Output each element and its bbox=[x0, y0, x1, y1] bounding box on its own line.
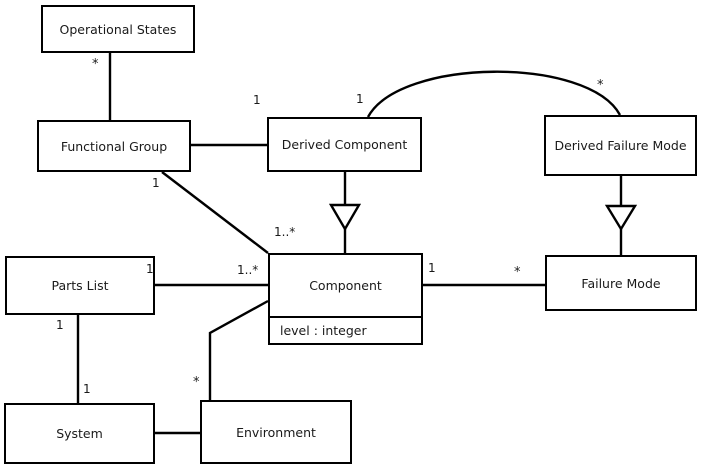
class-name-parts-list: Parts List bbox=[51, 278, 109, 293]
multiplicity-parts-list-system-target: 1 bbox=[83, 382, 91, 396]
generalization-triangle-derived-failure-mode bbox=[604, 204, 638, 232]
class-box-derived-failure-mode[interactable]: Derived Failure Mode bbox=[544, 115, 697, 176]
class-box-component[interactable]: Component level : integer bbox=[268, 253, 423, 345]
class-attribute-component-level: level : integer bbox=[270, 316, 421, 343]
class-box-system[interactable]: System bbox=[4, 403, 155, 464]
class-box-failure-mode[interactable]: Failure Mode bbox=[545, 255, 697, 311]
multiplicity-operational-states-functional-group: * bbox=[92, 57, 99, 72]
multiplicity-derived-component-arc-end: 1 bbox=[356, 92, 364, 106]
multiplicity-parts-list-system-source: 1 bbox=[56, 318, 64, 332]
class-box-derived-component[interactable]: Derived Component bbox=[267, 117, 422, 172]
connector-derived-component-derived-failure-mode bbox=[366, 70, 622, 118]
multiplicity-functional-group-component-target: 1..* bbox=[274, 225, 296, 239]
class-name-environment: Environment bbox=[236, 424, 316, 440]
multiplicity-component-failure-mode-source: 1 bbox=[428, 261, 436, 275]
class-box-functional-group[interactable]: Functional Group bbox=[37, 120, 191, 172]
class-name-derived-failure-mode: Derived Failure Mode bbox=[554, 138, 687, 153]
multiplicity-functional-group-component-source: 1 bbox=[152, 176, 160, 190]
class-name-functional-group: Functional Group bbox=[60, 138, 168, 154]
multiplicity-parts-list-component-target: 1..* bbox=[237, 263, 259, 277]
connector-functional-group-component bbox=[161, 171, 269, 254]
class-box-operational-states[interactable]: Operational States bbox=[41, 5, 195, 53]
multiplicity-functional-group-derived-component: 1 bbox=[253, 93, 261, 107]
multiplicity-component-failure-mode-target: * bbox=[514, 265, 521, 280]
class-name-derived-component: Derived Component bbox=[281, 137, 408, 152]
class-box-environment[interactable]: Environment bbox=[200, 400, 352, 464]
class-name-component: Component bbox=[309, 278, 382, 293]
multiplicity-derived-failure-mode-arc-end: * bbox=[597, 78, 604, 93]
connector-component-environment bbox=[208, 299, 269, 400]
class-name-system: System bbox=[56, 426, 103, 441]
multiplicity-parts-list-component-source: 1 bbox=[146, 262, 154, 276]
class-name-failure-mode: Failure Mode bbox=[581, 275, 661, 291]
class-box-parts-list[interactable]: Parts List bbox=[5, 256, 155, 315]
multiplicity-environment-component: * bbox=[193, 375, 200, 390]
generalization-triangle-derived-component bbox=[328, 203, 362, 232]
class-name-operational-states: Operational States bbox=[59, 21, 177, 37]
